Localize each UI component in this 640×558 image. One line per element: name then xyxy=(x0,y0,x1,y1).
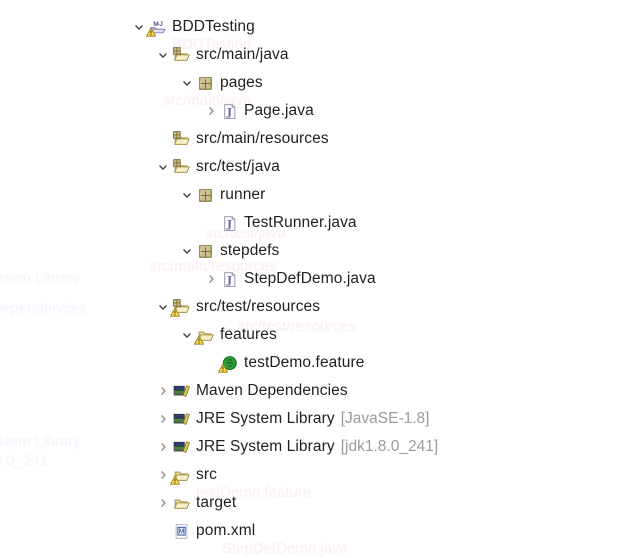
chevron-down-icon[interactable] xyxy=(153,47,173,63)
tree-item-label: runner xyxy=(220,186,266,203)
chevron-right-icon[interactable] xyxy=(201,103,221,119)
tree-item-label: JRE System Library xyxy=(196,438,335,455)
maven-java-project-icon xyxy=(149,18,169,36)
chevron-right-icon[interactable] xyxy=(153,411,173,427)
chevron-right-icon[interactable] xyxy=(201,271,221,287)
source-folder-icon xyxy=(173,298,193,316)
tree-item-label: pom.xml xyxy=(196,522,256,539)
feature-file-icon xyxy=(221,354,241,372)
tree-item-label: pages xyxy=(220,74,263,91)
tree-item-label: TestRunner.java xyxy=(244,214,357,231)
tree-item-label: target xyxy=(196,494,237,511)
tree-item-label: BDDTesting xyxy=(172,18,255,35)
package-icon xyxy=(197,186,217,204)
tree-item-features[interactable]: features xyxy=(0,321,640,349)
tree-item-label: src/main/java xyxy=(196,46,289,63)
warning-overlay-icon xyxy=(194,335,204,345)
tree-item-stepdefdemo-java[interactable]: StepDefDemo.java xyxy=(0,265,640,293)
chevron-down-icon[interactable] xyxy=(177,243,197,259)
chevron-right-icon[interactable] xyxy=(153,383,173,399)
chevron-down-icon[interactable] xyxy=(177,187,197,203)
tree-item-testdemo-feature[interactable]: testDemo.feature xyxy=(0,349,640,377)
tree-item-label: Maven Dependencies xyxy=(196,382,348,399)
tree-item-runner[interactable]: runner xyxy=(0,181,640,209)
java-file-icon xyxy=(221,214,241,232)
chevron-right-icon[interactable] xyxy=(153,495,173,511)
java-file-icon xyxy=(221,102,241,120)
tree-item-pom-xml[interactable]: pom.xml xyxy=(0,517,640,545)
expander-spacer xyxy=(153,523,173,539)
tree-item-label: StepDefDemo.java xyxy=(244,270,376,287)
tree-item-suffix: [JavaSE-1.8] xyxy=(340,410,430,427)
source-folder-icon xyxy=(173,130,193,148)
expander-spacer xyxy=(153,131,173,147)
chevron-down-icon[interactable] xyxy=(153,159,173,175)
project-explorer-tree: BDDTesting src/main/java pages Page.java… xyxy=(0,13,640,545)
warning-overlay-icon xyxy=(218,363,228,373)
tree-item-pages[interactable]: pages xyxy=(0,69,640,97)
source-folder-icon xyxy=(173,158,193,176)
tree-item-src[interactable]: src xyxy=(0,461,640,489)
tree-item-label: src/test/java xyxy=(196,158,280,175)
tree-item-maven-dependencies[interactable]: Maven Dependencies xyxy=(0,377,640,405)
tree-item-label: testDemo.feature xyxy=(244,354,365,371)
pom-file-icon xyxy=(173,522,193,540)
library-icon xyxy=(173,438,193,456)
warning-overlay-icon xyxy=(146,27,156,37)
tree-item-bddtesting[interactable]: BDDTesting xyxy=(0,13,640,41)
tree-item-label: src/main/resources xyxy=(196,130,329,147)
tree-item-label: Page.java xyxy=(244,102,314,119)
warning-overlay-icon xyxy=(170,307,180,317)
expander-spacer xyxy=(201,215,221,231)
tree-item-target[interactable]: target xyxy=(0,489,640,517)
java-file-icon xyxy=(221,270,241,288)
tree-item-label: features xyxy=(220,326,277,343)
warning-overlay-icon xyxy=(170,475,180,485)
package-icon xyxy=(197,74,217,92)
chevron-down-icon[interactable] xyxy=(177,75,197,91)
library-icon xyxy=(173,410,193,428)
folder-icon xyxy=(197,326,217,344)
tree-item-stepdefs[interactable]: stepdefs xyxy=(0,237,640,265)
tree-item-label: JRE System Library xyxy=(196,410,335,427)
tree-item-jre-system-library-jdk[interactable]: JRE System Library [jdk1.8.0_241] xyxy=(0,433,640,461)
folder-icon xyxy=(173,466,193,484)
tree-item-testrunner-java[interactable]: TestRunner.java xyxy=(0,209,640,237)
chevron-right-icon[interactable] xyxy=(153,439,173,455)
tree-item-jre-system-library-javase[interactable]: JRE System Library [JavaSE-1.8] xyxy=(0,405,640,433)
library-icon xyxy=(173,382,193,400)
tree-item-src-test-java[interactable]: src/test/java xyxy=(0,153,640,181)
tree-item-src-test-resources[interactable]: src/test/resources xyxy=(0,293,640,321)
tree-item-src-main-resources[interactable]: src/main/resources xyxy=(0,125,640,153)
tree-item-label: stepdefs xyxy=(220,242,280,259)
tree-item-page-java[interactable]: Page.java xyxy=(0,97,640,125)
package-icon xyxy=(197,242,217,260)
tree-item-label: src xyxy=(196,466,217,483)
tree-item-src-main-java[interactable]: src/main/java xyxy=(0,41,640,69)
tree-item-label: src/test/resources xyxy=(196,298,321,315)
folder-icon xyxy=(173,494,193,512)
source-folder-icon xyxy=(173,46,193,64)
tree-item-suffix: [jdk1.8.0_241] xyxy=(340,438,439,455)
